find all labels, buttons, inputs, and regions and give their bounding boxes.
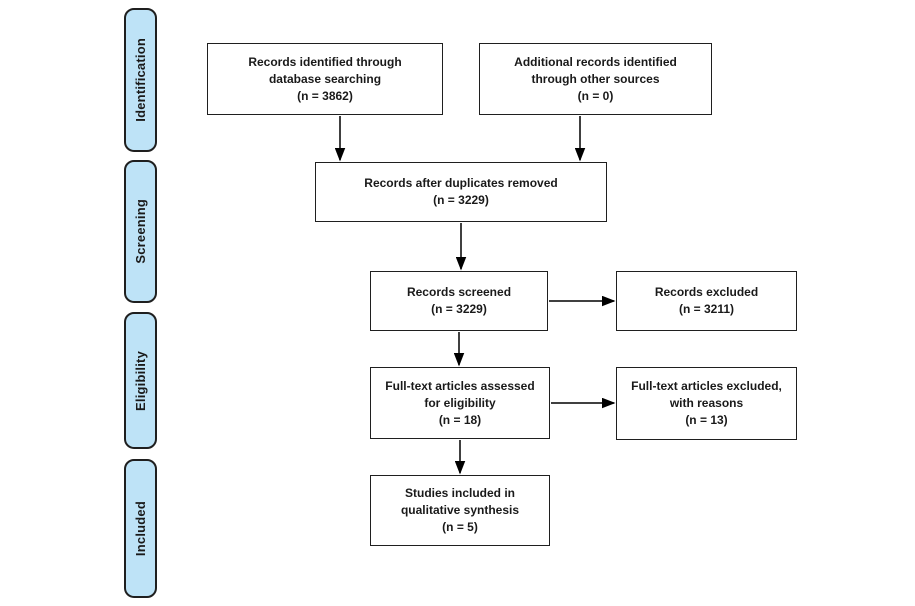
box-count: (n = 3862) xyxy=(297,88,353,103)
stage-label-screening: Screening xyxy=(124,160,157,303)
box-records-screened: Records screened (n = 3229) xyxy=(370,271,548,331)
box-text-line: Records excluded xyxy=(654,285,759,299)
stage-label-identification: Identification xyxy=(124,8,157,152)
box-text-line: Additional records identified xyxy=(514,54,677,69)
box-text-line: Studies included in xyxy=(404,486,515,500)
box-fulltext-assessed: Full-text articles assessed for eligibil… xyxy=(370,367,550,439)
box-records-excluded: Records excluded (n = 3211) xyxy=(616,271,797,331)
stage-label-text: Identification xyxy=(133,38,148,122)
box-text-line: Full-text articles excluded, xyxy=(631,379,782,393)
box-text-line: for eligibility xyxy=(424,395,496,410)
box-text-line: qualitative synthesis xyxy=(400,503,520,517)
box-count: (n = 13) xyxy=(685,413,728,427)
box-records-identified: Records identified through database sear… xyxy=(207,43,443,115)
box-duplicates-removed: Records after duplicates removed (n = 32… xyxy=(315,162,607,222)
box-text-line: with reasons xyxy=(669,396,744,410)
stage-label-text: Included xyxy=(133,500,148,557)
stage-label-included: Included xyxy=(124,459,157,598)
box-fulltext-excluded: Full-text articles excluded, with reason… xyxy=(616,367,797,440)
box-text-line: Records screened xyxy=(406,285,512,299)
box-studies-included: Studies included in qualitative synthesi… xyxy=(370,475,550,546)
box-count: (n = 3211) xyxy=(678,302,735,316)
box-text-line: Records identified through xyxy=(248,54,402,69)
stage-label-text: Eligibility xyxy=(133,350,148,411)
box-count: (n = 3229) xyxy=(433,193,489,207)
box-count: (n = 18) xyxy=(438,412,482,427)
box-text-line: through other sources xyxy=(531,71,660,86)
box-text-line: Full-text articles assessed xyxy=(385,378,535,393)
stage-label-text: Screening xyxy=(133,199,148,264)
box-text-line: Records after duplicates removed xyxy=(364,176,558,190)
box-count: (n = 0) xyxy=(577,88,614,103)
stage-label-eligibility: Eligibility xyxy=(124,312,157,449)
box-count: (n = 5) xyxy=(442,520,478,534)
box-text-line: database searching xyxy=(268,71,382,86)
box-additional-records: Additional records identified through ot… xyxy=(479,43,712,115)
box-count: (n = 3229) xyxy=(431,302,487,316)
